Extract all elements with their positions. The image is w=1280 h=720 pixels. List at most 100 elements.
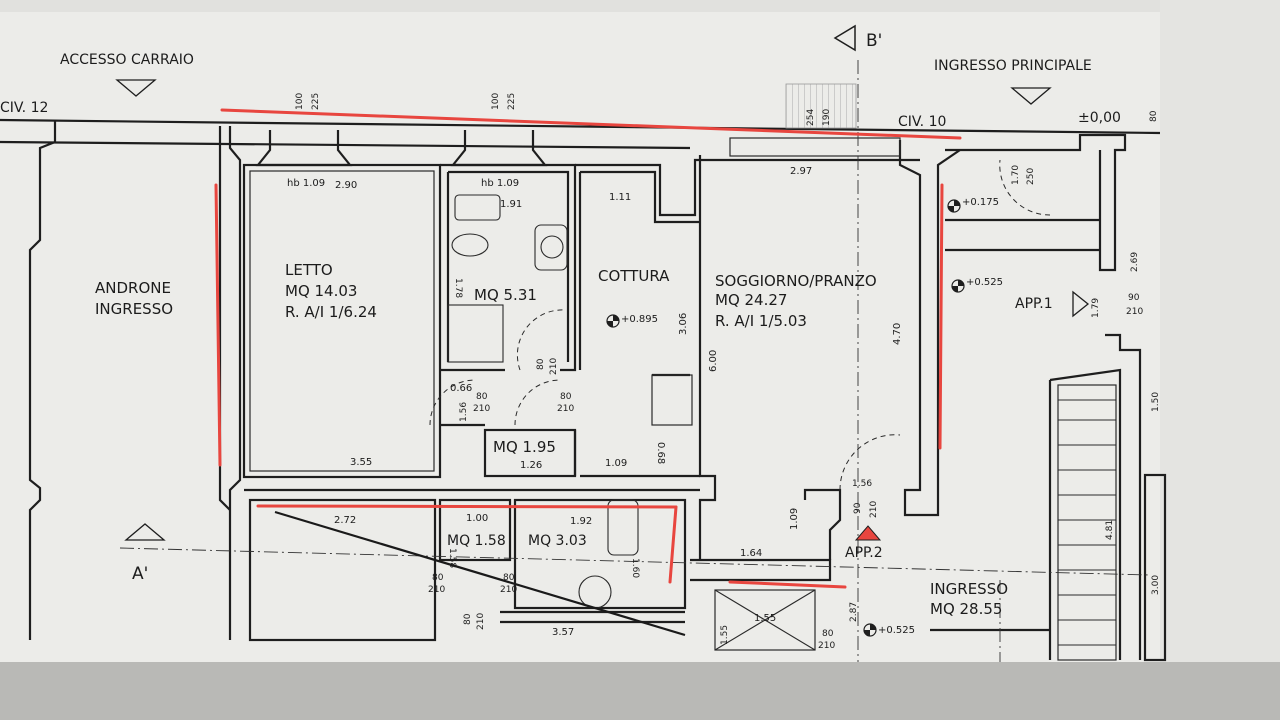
dim-label: 3.57: [552, 627, 574, 638]
dim-label: 1.09: [789, 508, 800, 530]
dim-label: 4.70: [892, 323, 903, 345]
red-annotations: [214, 108, 962, 589]
dim-label: 210: [549, 358, 559, 375]
dim-label: 1.55: [754, 613, 776, 624]
dim-label: 1.91: [500, 199, 522, 210]
level-label: +0.525: [966, 277, 1003, 288]
dim-label: 3.06: [678, 313, 689, 335]
level-label: +0.175: [962, 197, 999, 208]
dim-label: 100: [295, 93, 305, 110]
dim-label: 80: [560, 392, 572, 402]
civ-10-label: CIV. 10: [898, 114, 946, 130]
main-entrance-label: INGRESSO PRINCIPALE: [934, 58, 1092, 74]
top-shade: [0, 0, 1280, 12]
dim-label: 6.00: [708, 350, 719, 372]
dim-label: 3.00: [1151, 575, 1161, 595]
dim-label: 1.70: [1011, 165, 1021, 185]
bidet-icon: [451, 233, 489, 257]
dim-label: 210: [473, 404, 490, 414]
level-symbol-icon: [947, 199, 961, 213]
dim-label: 1.55: [720, 625, 730, 645]
dim-label: 100: [491, 93, 501, 110]
dim-label: 1.56: [852, 479, 872, 489]
dim-label: 225: [507, 93, 517, 110]
dim-label: 1.58: [447, 548, 457, 568]
dim-label: 1.78: [453, 278, 463, 298]
shower-icon: [447, 304, 504, 363]
level-labels: +0.895 +0.175 +0.525 +0.525: [621, 197, 1003, 636]
dim-label: 254: [806, 109, 816, 126]
dim-label: 1.26: [520, 460, 542, 471]
androne-label: ANDRONE: [95, 279, 171, 297]
app1-marker-icon: [1072, 290, 1090, 318]
disimpegno-area: MQ 1.95: [493, 438, 556, 456]
dim-label: 210: [500, 585, 517, 595]
dim-label: 90: [1128, 293, 1140, 303]
letto-area: MQ 14.03: [285, 282, 357, 300]
dim-label: 1.56: [459, 402, 469, 422]
app1-name: APP.1: [1015, 296, 1053, 312]
entrance-arrow-icon: [1010, 87, 1052, 105]
cottura-name: COTTURA: [598, 267, 670, 285]
androne-label-2: INGRESSO: [95, 300, 173, 318]
dim-label: 1.11: [609, 192, 631, 203]
dim-label: 2.97: [790, 166, 812, 177]
soggiorno-area: MQ 24.27: [715, 291, 787, 309]
dim-label: 80: [1149, 110, 1159, 122]
dim-label: 3.55: [350, 457, 372, 468]
dim-label: 210: [818, 641, 835, 651]
balcony-hatch: [785, 83, 857, 129]
dim-label: 1.60: [630, 558, 640, 578]
dim-label: 210: [1126, 307, 1143, 317]
small1-area: MQ 1.58: [447, 533, 506, 549]
marker-labels: ACCESSO CARRAIO INGRESSO PRINCIPALE B' A…: [0, 31, 1121, 584]
level-label: +0.895: [621, 314, 658, 325]
dim-label: 1.92: [570, 516, 592, 527]
dim-label: 80: [476, 392, 488, 402]
app2-marker-icon: [854, 525, 882, 541]
dim-label: hb 1.09: [481, 178, 519, 189]
diagonal-pen-stroke: [274, 510, 686, 637]
dim-label: 4.81: [1105, 520, 1115, 540]
bottom-shadow: [0, 662, 1280, 720]
dim-label: 80: [822, 629, 834, 639]
app2-name: APP.2: [845, 545, 883, 561]
markers: [115, 24, 1090, 541]
dim-label: 0.68: [655, 442, 666, 464]
dim-label: 210: [428, 585, 445, 595]
dim-label: hb 1.09: [287, 178, 325, 189]
ingresso-area: MQ 28.55: [930, 600, 1002, 618]
level-symbol-icon: [606, 314, 620, 328]
dim-label: 2.69: [1130, 252, 1140, 272]
dim-label: 80: [536, 358, 546, 370]
section-a-label: A': [132, 564, 148, 584]
staircase: [1057, 384, 1117, 661]
section-axes: [119, 60, 1151, 662]
dim-label: 225: [311, 93, 321, 110]
section-b-label: B': [866, 31, 882, 51]
dim-label: 90: [853, 502, 863, 514]
soggiorno-name: SOGGIORNO/PRANZO: [715, 272, 877, 290]
level-symbol-icon: [951, 279, 965, 293]
dim-label: 1.00: [466, 513, 488, 524]
dim-label: 1.79: [1091, 298, 1101, 318]
section-a-marker-icon: [124, 523, 166, 541]
dim-label: 250: [1026, 168, 1036, 185]
dim-label: 1.09: [605, 458, 627, 469]
access-arrow-icon: [115, 79, 157, 97]
small2-area: MQ 3.03: [528, 533, 587, 549]
letto-ratio: R. A/I 1/6.24: [285, 303, 377, 321]
room-labels: ANDRONE INGRESSO LETTO MQ 14.03 R. A/I 1…: [95, 261, 1053, 618]
dimension-labels: 100 225 100 225 254 190 80 hb 1.09 2.90 …: [287, 93, 1161, 651]
dim-label: 1.50: [1151, 392, 1161, 412]
dim-label: 2.72: [334, 515, 356, 526]
level-label: +0.525: [878, 625, 915, 636]
section-b-marker-icon: [833, 24, 856, 52]
fixtures: [447, 194, 639, 609]
civ-12-label: CIV. 12: [0, 100, 48, 116]
level-symbol-icon: [863, 623, 877, 637]
dim-label: 210: [557, 404, 574, 414]
access-label: ACCESSO CARRAIO: [60, 52, 194, 68]
washbasin-icon: [534, 224, 568, 271]
